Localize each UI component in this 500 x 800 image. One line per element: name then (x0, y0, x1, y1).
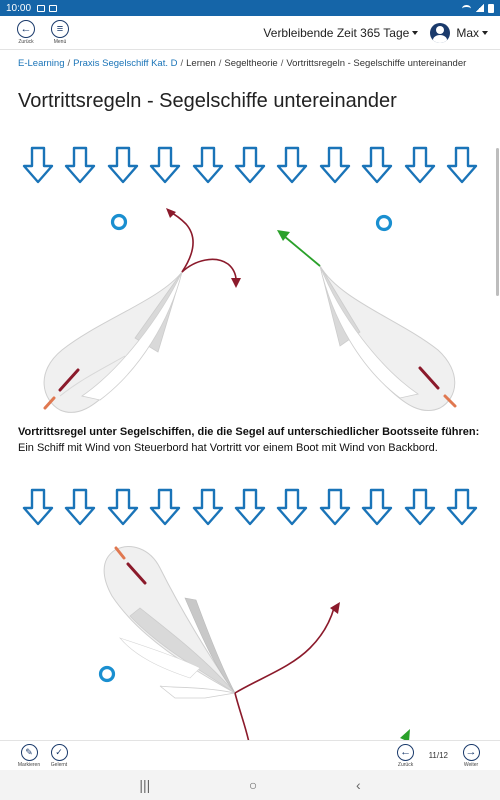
chevron-down-icon (482, 30, 488, 35)
lesson-toolbar: ✎ Markieren ✓ Gelernt ← Zurück 11/12 → W… (0, 740, 500, 770)
system-navigation-bar: ||| ○ ‹ (0, 770, 500, 800)
wind-arrow-icon (446, 488, 478, 526)
wind-arrow-icon (277, 146, 308, 184)
learned-button[interactable]: ✓ Gelernt (44, 743, 74, 768)
chevron-down-icon (412, 30, 419, 35)
check-icon: ✓ (50, 743, 68, 761)
app-header: ← Zurück ≡ Menü Verbleibende Zeit 365 Ta… (0, 16, 500, 50)
page-counter: 11/12 (428, 751, 448, 760)
back-button-label: Zurück (18, 39, 34, 45)
sailboat-port-tack (43, 271, 183, 413)
buoy-icon (375, 214, 393, 232)
next-page-button[interactable]: → Weiter (456, 743, 486, 768)
user-name: Max (456, 25, 479, 40)
next-page-label: Weiter (463, 761, 479, 768)
buoy-icon (110, 213, 128, 231)
course-arrow-alt (169, 211, 194, 273)
gallery-icon (37, 4, 46, 12)
rule-body: Ein Schiff mit Wind von Steuerbord hat V… (18, 442, 438, 454)
remaining-time-text: Verbleibende Zeit 365 Tage (263, 25, 410, 40)
priority-arrowhead (400, 729, 410, 740)
wind-arrow-icon (192, 146, 223, 184)
home-icon[interactable]: ○ (248, 777, 258, 793)
sailboat-scene-1 (43, 208, 457, 413)
sailboat-scene-2 (98, 546, 410, 740)
mark-button[interactable]: ✎ Markieren (14, 743, 44, 768)
arrowhead (166, 208, 176, 218)
wind-arrow-icon (149, 146, 181, 184)
course-arrow-evade (181, 258, 237, 281)
arrow-left-icon: ← (17, 20, 35, 38)
breadcrumb-course[interactable]: Praxis Segelschiff Kat. D (73, 58, 178, 69)
breadcrumb-theory: Segeltheorie (224, 58, 278, 69)
lesson-content: Vortrittsregel unter Segelschiffen, die … (0, 140, 500, 740)
rule-heading: Vortrittsregel unter Segelschiffen, die … (18, 426, 480, 438)
scrollbar[interactable] (496, 148, 499, 296)
signal-icon (475, 4, 484, 12)
hamburger-icon: ≡ (51, 20, 69, 38)
rule-description: Vortrittsregel unter Segelschiffen, die … (18, 424, 480, 456)
wind-arrow-icon (234, 146, 266, 184)
video-icon (49, 4, 58, 12)
arrow-left-icon: ← (397, 743, 415, 761)
wind-arrow-icon (65, 488, 96, 526)
wind-arrow-icon (107, 146, 138, 184)
wind-arrow-icon (107, 488, 138, 526)
status-time: 10:00 (6, 2, 32, 14)
buoy-icon (98, 665, 116, 683)
wind-arrow-icon (65, 146, 96, 184)
wind-arrow-icon (404, 488, 435, 526)
learned-button-label: Gelernt (50, 761, 68, 768)
menu-button-label: Menü (53, 39, 67, 45)
wind-arrow-icon (404, 146, 435, 184)
breadcrumb-learn: Lernen (186, 58, 216, 69)
page-title: Vortrittsregeln - Segelschiffe untereina… (18, 90, 397, 112)
breadcrumb-separator: / (67, 58, 71, 69)
wind-arrow-icon (319, 146, 350, 184)
wind-arrow-icon (22, 146, 54, 184)
breadcrumb-separator: / (218, 58, 222, 69)
course-arrow-windward (234, 607, 335, 694)
course-arrow-leeward (234, 692, 250, 740)
arrowhead (330, 602, 340, 614)
sailboat-leeward (103, 546, 236, 699)
wind-arrow-icon (192, 488, 223, 526)
arrowhead (277, 230, 290, 241)
breadcrumb-elearning[interactable]: E-Learning (18, 58, 65, 69)
wind-arrow-icon (361, 488, 393, 526)
back-button[interactable]: ← Zurück (12, 20, 40, 45)
wifi-icon (462, 4, 471, 12)
wind-arrow-icon (22, 488, 54, 526)
wind-arrow-icon (149, 488, 181, 526)
user-menu[interactable]: Max (430, 22, 488, 43)
arrowhead (231, 278, 241, 288)
wind-arrows-row (22, 488, 478, 526)
arrow-right-icon: → (462, 743, 480, 761)
breadcrumb: E-Learning/Praxis Segelschiff Kat. D/Ler… (18, 58, 488, 69)
priority-course-arrow (283, 235, 321, 267)
menu-button[interactable]: ≡ Menü (46, 20, 74, 45)
sailboat-starboard-tack (319, 265, 457, 412)
back-icon[interactable]: ‹ (355, 777, 361, 793)
breadcrumb-separator: / (180, 58, 184, 69)
wind-arrow-icon (234, 488, 266, 526)
mark-button-label: Markieren (17, 761, 41, 768)
breadcrumb-separator: / (280, 58, 284, 69)
recents-icon[interactable]: ||| (139, 777, 151, 793)
user-avatar-icon (430, 22, 451, 43)
breadcrumb-current: Vortrittsregeln - Segelschiffe untereina… (286, 58, 467, 69)
status-bar: 10:00 (0, 0, 500, 16)
wind-arrow-icon (361, 146, 393, 184)
prev-page-button[interactable]: ← Zurück (391, 743, 421, 768)
pencil-icon: ✎ (20, 743, 38, 761)
battery-icon (488, 3, 494, 13)
wind-arrow-icon (446, 146, 478, 184)
wind-arrow-icon (319, 488, 350, 526)
wind-arrow-icon (277, 488, 308, 526)
wind-arrows-row (22, 146, 478, 184)
remaining-time-dropdown[interactable]: Verbleibende Zeit 365 Tage (263, 25, 419, 40)
prev-page-label: Zurück (397, 761, 414, 768)
